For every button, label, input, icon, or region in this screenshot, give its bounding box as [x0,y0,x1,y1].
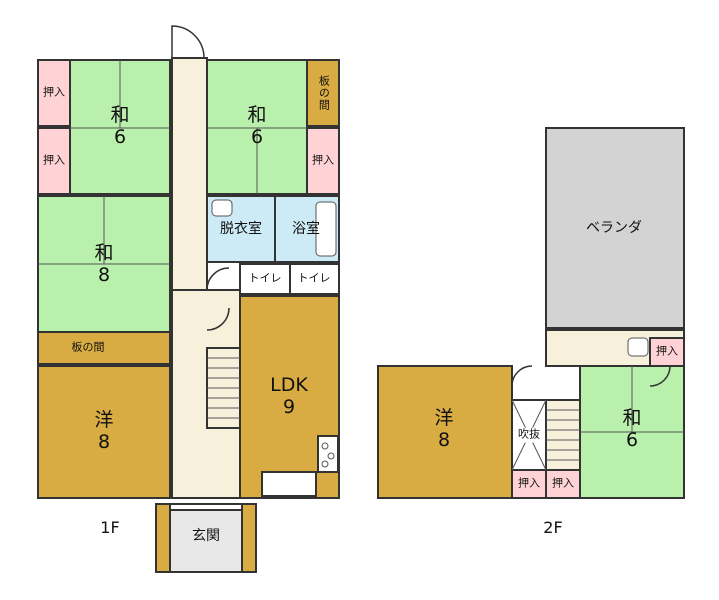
oshiire-1f-3 [306,127,340,195]
room-1f-toilet-2-label: トイレ [297,271,331,285]
oshiire-2f-2 [545,469,581,499]
oshiire-2f-1-label: 押入 [518,476,540,490]
itanoma-1f-bottom [37,331,171,365]
oshiire-2f-3-label: 押入 [656,344,678,358]
oshiire-1f-1 [37,59,71,127]
room-2f-you8 [377,365,513,499]
oshiire-2f-1 [511,469,547,499]
genkan-side-left [155,503,171,573]
itanoma-1f-top-label: 板の間 [317,75,331,111]
floor-1f-label: 1F [100,517,120,537]
room-2f-fukinuke-label: 吹抜 [518,427,540,443]
room-1f-toilet-2 [289,263,340,295]
genkan-floor [169,509,243,573]
oshiire-2f-2-label: 押入 [552,476,574,490]
room-1f-toilet-1-label: トイレ [248,271,282,285]
room-1f-datsuishitsu-label: 脱衣室 [220,220,262,237]
floor-2f-label: 2F [543,517,563,537]
oshiire-1f-1-label: 押入 [43,85,65,99]
room-1f-yokushitsu-label: 浴室 [292,220,320,237]
genkan-side-right [241,503,257,573]
itanoma-1f-top [306,59,340,127]
oshiire-1f-2-label: 押入 [43,153,65,167]
room-2f-veranda-label: ベランダ [586,219,642,236]
room-1f-genkan-label: 玄関 [192,527,220,544]
stove [317,435,339,473]
kitchen-counter [261,471,317,497]
oshiire-1f-3-label: 押入 [312,153,334,167]
itanoma-1f-bottom-label: 板の間 [71,340,105,354]
room-1f-you8 [37,365,171,499]
oshiire-2f-3 [649,337,685,367]
room-2f-veranda [545,127,685,329]
